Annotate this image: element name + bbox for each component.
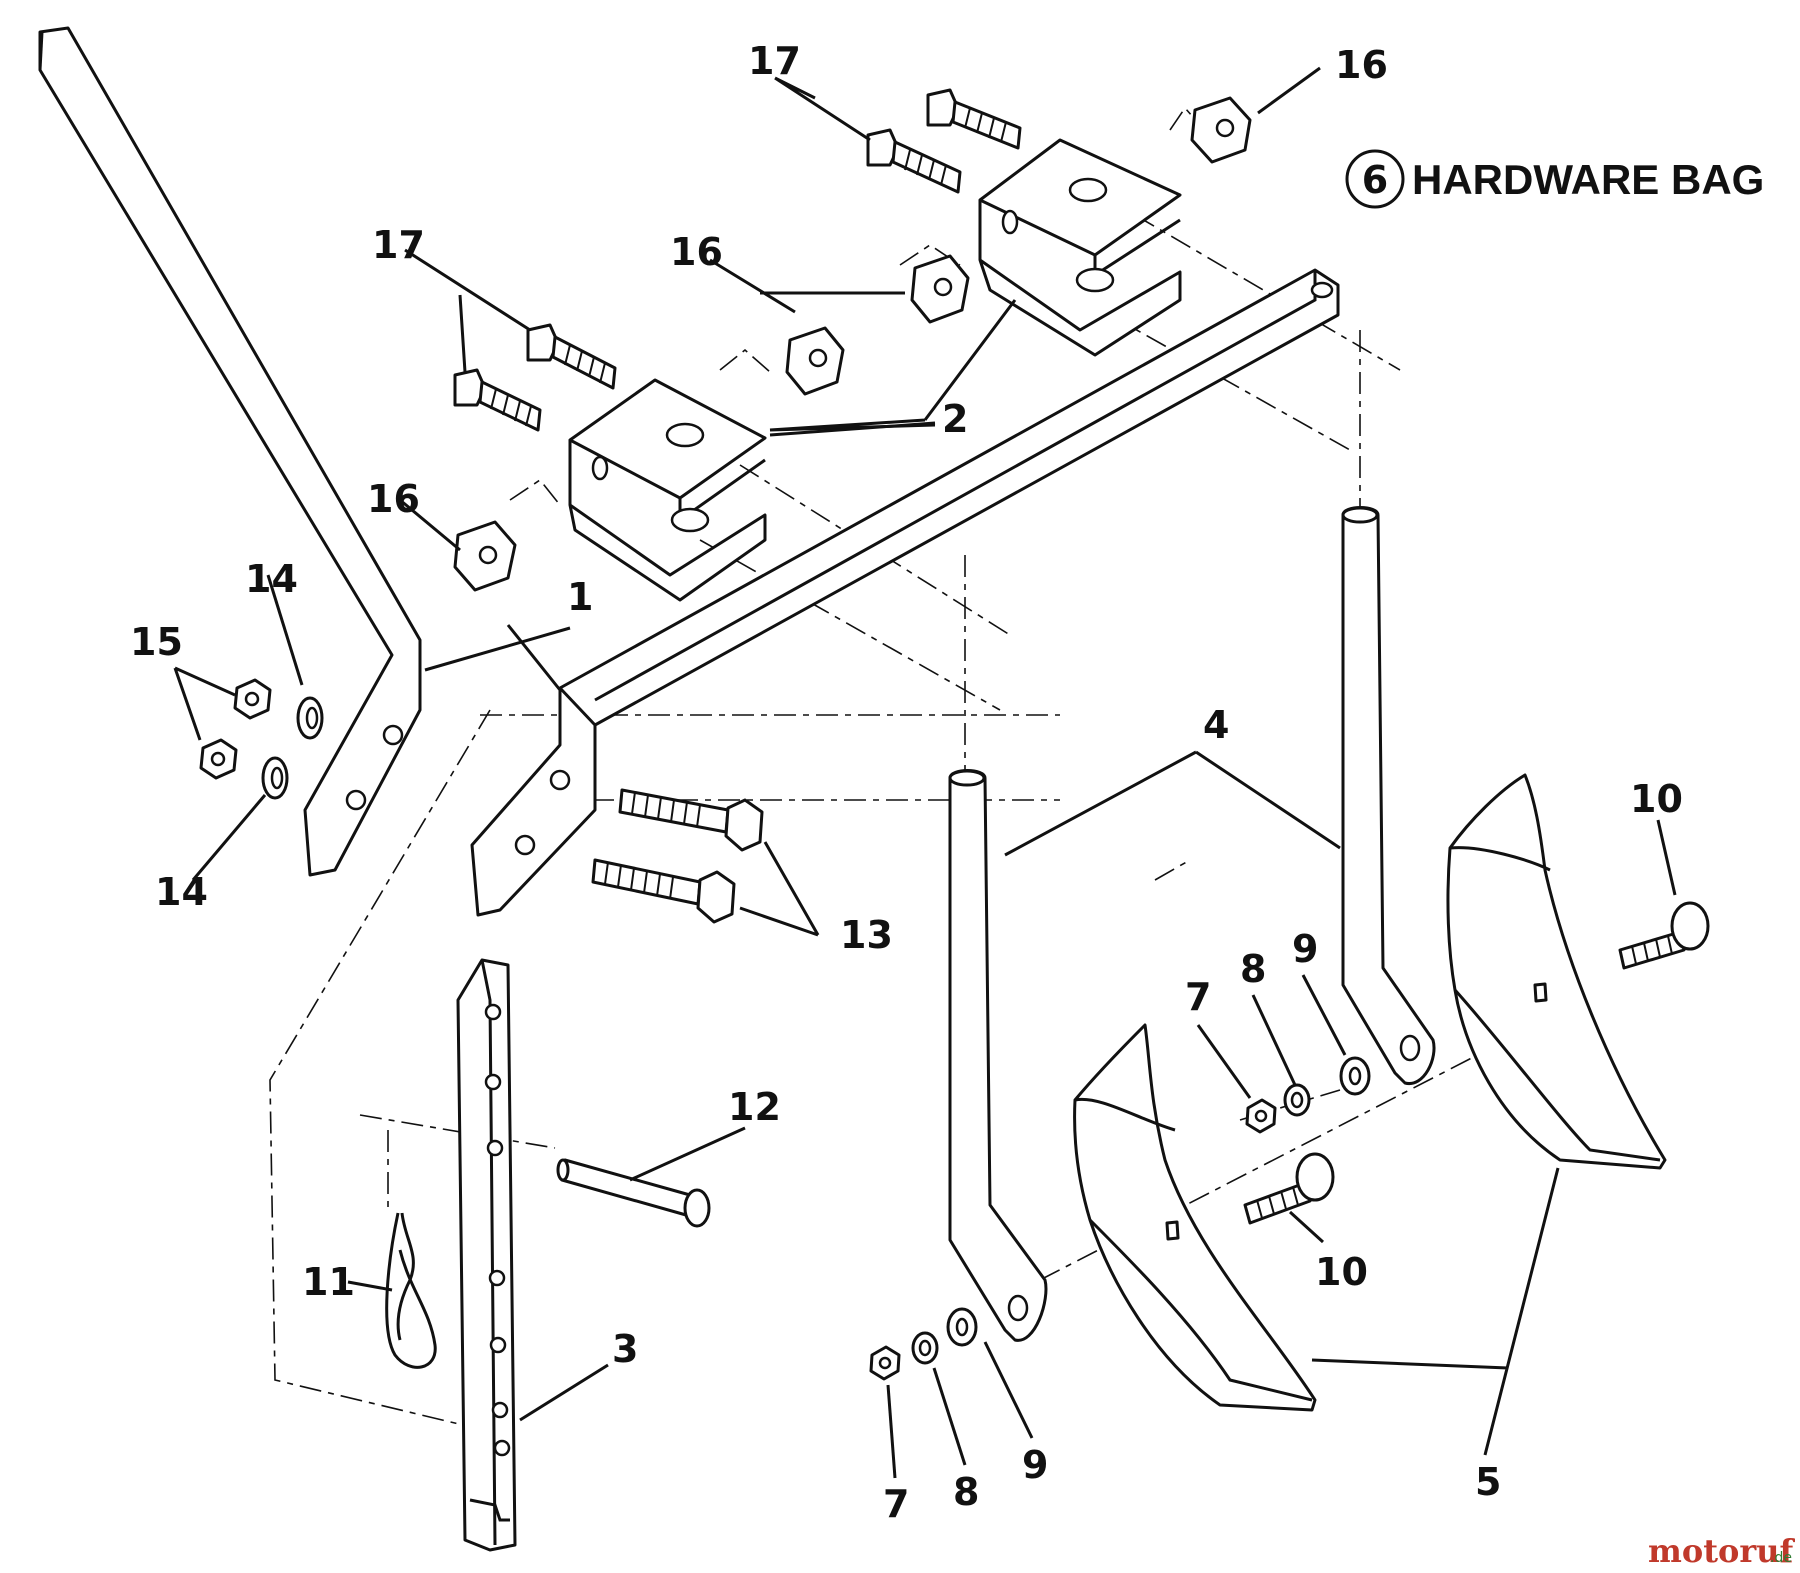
bolt-10-right (1618, 901, 1710, 970)
callout-16-lower: 16 (367, 477, 420, 521)
callout-9-lower: 9 (1022, 1443, 1048, 1487)
part-1-cross-bar (470, 268, 1340, 917)
part-4-shank-right (1341, 506, 1436, 1085)
callout-10-upper: 10 (1630, 777, 1683, 821)
callout-7-upper: 7 (1185, 975, 1211, 1019)
callout-16-upper: 16 (1335, 43, 1388, 87)
leader-lines (173, 66, 1677, 1479)
bolt-17-a (926, 88, 1022, 150)
watermark-brand: motoruf (1648, 1532, 1795, 1570)
bolt-13-a (618, 788, 764, 852)
callout-13: 13 (840, 913, 893, 957)
callout-11: 12 (728, 1085, 781, 1129)
part-2-bracket-lower (568, 378, 767, 602)
hardware-bag-number: 6 (1362, 158, 1388, 202)
callout-3: 3 (612, 1327, 638, 1371)
watermark: motoruf .de (1648, 1532, 1795, 1570)
callout-5: 5 (1475, 1460, 1501, 1504)
callout-17-upper: 17 (748, 39, 801, 83)
callout-14-lower: 14 (155, 870, 208, 914)
callout-2: 2 (942, 397, 968, 441)
part-3-adjustment-bar (456, 958, 517, 1552)
callout-14-upper: 14 (245, 557, 298, 601)
watermark-suffix: .de (1770, 1550, 1792, 1566)
part-5-sweep-left (1073, 1023, 1317, 1412)
part-15-hex-nuts (199, 678, 272, 780)
nut-16-c (785, 326, 845, 396)
callout-15: 15 (130, 620, 183, 664)
hardware-bag-circle (1345, 149, 1405, 209)
callout-8-lower: 8 (953, 1470, 979, 1514)
nut-16-a (1190, 96, 1252, 164)
part-12-hair-pin (385, 1212, 437, 1369)
callout-12: 11 (302, 1260, 355, 1304)
part-17-bolts (453, 88, 1022, 432)
callout-9-upper: 9 (1292, 927, 1318, 971)
part-4-shank-left (948, 769, 1048, 1342)
part-1-left-arm (38, 26, 422, 877)
part-14-lock-washers (261, 696, 324, 800)
callout-4: 4 (1203, 703, 1229, 747)
part-10-plow-bolts (1243, 901, 1710, 1225)
callout-16-middle: 16 (670, 230, 723, 274)
bolt-17-b (866, 128, 962, 194)
parts-7-8-9-hardware-right (1245, 1056, 1371, 1134)
nut-16-d (453, 520, 517, 592)
callout-17-lower: 17 (372, 223, 425, 267)
bolt-17-c (526, 323, 617, 390)
part-13-hex-bolts (591, 788, 764, 924)
callout-labels: 17 16 17 16 2 16 1 14 15 14 13 12 11 3 4… (130, 39, 1683, 1526)
bolt-17-d (453, 368, 542, 432)
nut-16-b (910, 254, 970, 324)
callout-7-lower: 7 (883, 1482, 909, 1526)
part-11-clevis-pin (556, 1158, 711, 1228)
hardware-bag-label: HARDWARE BAG (1412, 156, 1764, 203)
bolt-10-left (1243, 1152, 1335, 1225)
parts-7-8-9-hardware-left (869, 1307, 978, 1381)
callout-8-upper: 8 (1240, 947, 1266, 991)
callout-10-lower: 10 (1315, 1250, 1368, 1294)
callout-1: 1 (567, 575, 593, 619)
part-16-square-nuts (453, 96, 1252, 592)
part-5-sweep-right (1446, 773, 1667, 1170)
hardware-bag-title: 6 HARDWARE BAG (1345, 149, 1764, 209)
part-2-bracket-upper (978, 138, 1182, 357)
bolt-13-b (591, 858, 736, 924)
